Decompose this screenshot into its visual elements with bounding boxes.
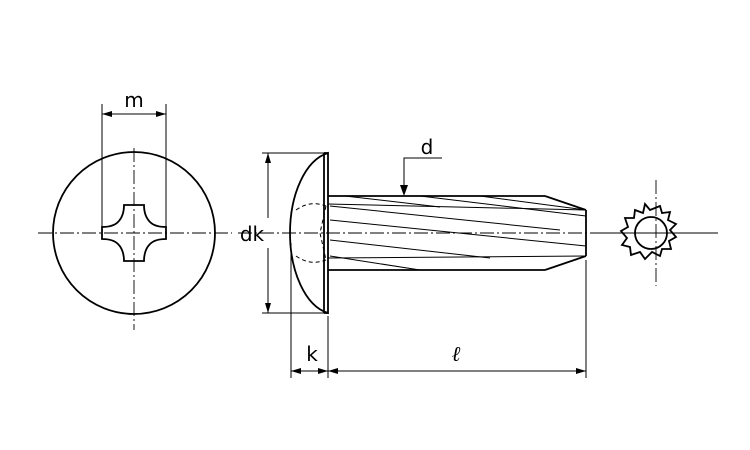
groove-line xyxy=(329,205,561,231)
m-arrow-right xyxy=(156,111,166,117)
gear-outline-icon xyxy=(619,202,678,261)
m-arrow-left xyxy=(102,111,112,117)
groove-line xyxy=(419,195,587,217)
shank-end-view xyxy=(600,180,718,286)
dk-arrow-bottom xyxy=(265,303,271,313)
k-arrow-left xyxy=(291,368,301,374)
k-label: k xyxy=(306,342,318,366)
shank-taper-bottom xyxy=(544,255,587,271)
thread-root-top xyxy=(327,203,587,211)
recess-hidden-top xyxy=(295,203,327,211)
d-label: d xyxy=(421,135,434,159)
groove-line xyxy=(329,255,421,271)
shank-taper-top xyxy=(544,195,587,211)
l-arrow-left xyxy=(328,368,338,374)
dk-label: dk xyxy=(240,222,265,246)
recess-hidden-tip xyxy=(319,205,327,261)
m-label: m xyxy=(124,88,143,112)
screw-side-view: d dk k ℓ xyxy=(238,135,718,378)
recess-hidden-bottom xyxy=(295,255,327,263)
dk-arrow-top xyxy=(265,153,271,163)
groove-line xyxy=(479,195,587,211)
groove-line xyxy=(329,239,491,259)
thread-root-bottom xyxy=(327,255,587,259)
l-arrow-right xyxy=(576,368,586,374)
groove-line xyxy=(329,219,587,247)
threaded-shank xyxy=(327,195,587,271)
head-top-view: m xyxy=(38,88,232,330)
phillips-recess-icon xyxy=(101,204,167,262)
head-profile xyxy=(289,151,329,315)
d-arrow xyxy=(400,185,408,196)
l-label: ℓ xyxy=(452,342,461,366)
groove-line xyxy=(344,195,441,208)
k-arrow-right xyxy=(318,368,328,374)
d-leader xyxy=(403,157,442,194)
